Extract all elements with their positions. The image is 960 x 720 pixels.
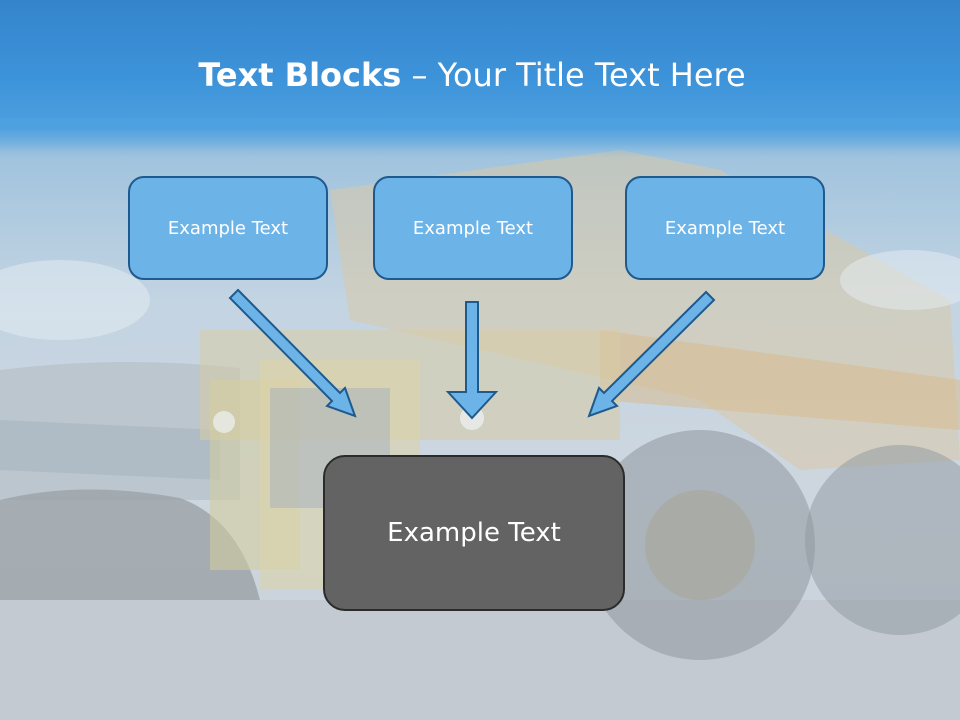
title-regular-part: Your Title Text Here bbox=[437, 56, 746, 94]
text-block-label: Example Text bbox=[664, 217, 786, 239]
slide-title: Text Blocks – Your Title Text Here bbox=[0, 54, 944, 96]
center-text-block-label: Example Text bbox=[387, 518, 561, 548]
text-block-1[interactable]: Example Text bbox=[128, 176, 328, 280]
text-block-label: Example Text bbox=[167, 217, 289, 239]
title-bold-part: Text Blocks bbox=[198, 56, 402, 94]
title-band bbox=[0, 0, 960, 130]
text-block-label: Example Text bbox=[412, 217, 534, 239]
title-band-fade bbox=[0, 118, 960, 158]
text-block-3[interactable]: Example Text bbox=[625, 176, 825, 280]
title-separator: – bbox=[401, 56, 438, 94]
center-text-block[interactable]: Example Text bbox=[323, 455, 625, 611]
text-block-2[interactable]: Example Text bbox=[373, 176, 573, 280]
